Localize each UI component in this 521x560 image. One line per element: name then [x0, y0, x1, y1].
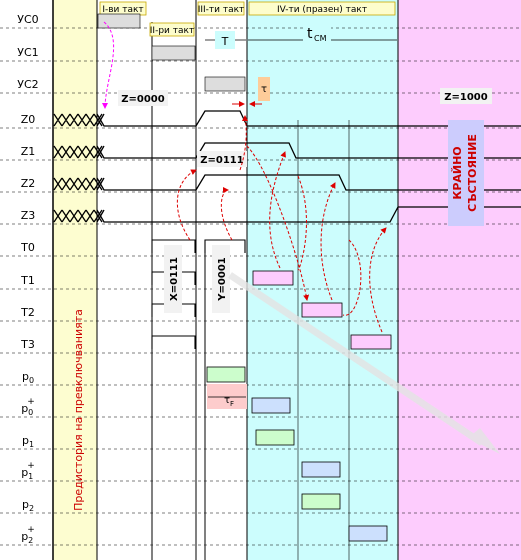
svg-text:T: T: [221, 35, 229, 48]
final-state-box: КРАЙНО СЪСТОЯНИЕ: [448, 120, 484, 226]
p2-pulse: [301, 493, 341, 510]
us1-pulse: [151, 45, 196, 61]
phase-header-tact1: I-ви такт: [99, 1, 147, 16]
signal-label-13: p0+: [21, 397, 35, 417]
period-T-marker: T: [205, 31, 246, 49]
svg-text:F: F: [230, 400, 234, 408]
signal-label-4: Z0: [21, 113, 36, 126]
svg-text:Z=1000: Z=1000: [444, 92, 488, 103]
svg-text:τ: τ: [261, 84, 267, 95]
signal-baselines: [0, 27, 521, 546]
t-cm-marker: t CM: [248, 23, 397, 45]
signal-label-5: Z1: [21, 145, 36, 158]
phase-header-tact4: IV-ти (празен) такт: [248, 1, 396, 16]
signal-label-15: p1+: [21, 461, 35, 481]
t1-pulse: [252, 270, 294, 286]
signal-label-1: УС0: [17, 13, 38, 26]
z-final-label: Z=1000: [440, 88, 492, 104]
svg-text:τ: τ: [224, 395, 230, 406]
tau-marker: τ: [232, 77, 270, 107]
svg-text:IV-ти (празен) такт: IV-ти (празен) такт: [277, 5, 367, 15]
final-state-region: [398, 0, 521, 560]
signal-label-2: УС1: [17, 46, 38, 59]
phase-header-tact3: III-ти такт: [197, 1, 245, 16]
svg-text:II-ри такт: II-ри такт: [150, 26, 194, 36]
svg-text:I-ви такт: I-ви такт: [102, 5, 143, 15]
svg-text:Y=0001: Y=0001: [217, 257, 228, 301]
signal-label-14: p1: [22, 434, 34, 449]
tau-f-marker: τ F: [207, 384, 247, 409]
z-waveforms: [53, 110, 521, 223]
big-direction-arrow: [228, 272, 500, 454]
magenta-arrow: [102, 21, 115, 109]
time-markers: [96, 0, 399, 560]
phase-header-tact2: II-ри такт: [149, 22, 195, 37]
signal-label-17: p2+: [21, 525, 35, 545]
signal-label-7: Z3: [21, 209, 36, 222]
signal-label-8: T0: [20, 241, 35, 254]
svg-text:t: t: [307, 26, 313, 42]
p2plus-pulse: [348, 525, 388, 542]
prehistory-label: Предистория на превключванията: [72, 309, 85, 511]
svg-text:Z=0111: Z=0111: [200, 155, 244, 166]
svg-text:Z=0000: Z=0000: [121, 94, 165, 105]
t3-pulse: [350, 334, 392, 350]
signal-label-12: p0: [22, 370, 34, 385]
z-initial-label: Z=0000: [118, 90, 168, 106]
p0-pulse: [206, 366, 246, 383]
z-mid-label: Z=0111: [197, 151, 247, 167]
t2-pulse: [301, 302, 343, 318]
y-value-label: Y=0001: [212, 245, 230, 313]
p1plus-pulse: [301, 461, 341, 478]
signal-label-10: T2: [20, 306, 35, 319]
signal-label-11: T3: [20, 338, 35, 351]
svg-text:X=0111: X=0111: [169, 257, 180, 301]
signal-label-3: УС2: [17, 78, 38, 91]
prehistory-region: [53, 0, 97, 560]
us2-pulse: [204, 76, 246, 92]
signal-label-6: Z2: [21, 177, 36, 190]
svg-text:III-ти такт: III-ти такт: [198, 5, 245, 15]
signal-label-9: T1: [20, 274, 35, 287]
signal-label-16: p2: [22, 498, 34, 513]
svg-text:CM: CM: [314, 34, 327, 43]
svg-text:СЪСТОЯНИЕ: СЪСТОЯНИЕ: [466, 134, 479, 212]
p1-pulse: [255, 429, 295, 446]
causal-arrows: [176, 115, 387, 333]
svg-text:КРАЙНО: КРАЙНО: [451, 146, 464, 199]
p0plus-pulse: [251, 397, 291, 414]
us0-pulse: [97, 13, 141, 29]
x-value-label: X=0111: [164, 245, 182, 313]
